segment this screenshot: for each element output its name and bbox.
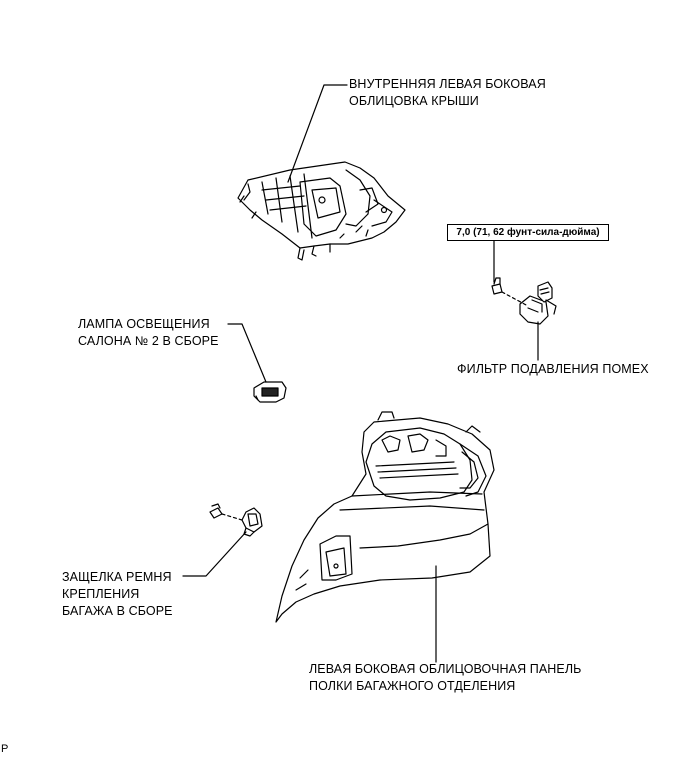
latch-alignment-line [221,513,243,521]
leader-roof-trim [287,84,348,183]
label-noise-filter: ФИЛЬТР ПОДАВЛЕНИЯ ПОМЕХ [457,362,649,376]
corner-mark: P [1,743,9,755]
cargo-strap-bolt [209,503,223,519]
label-deck-trim-panel: ЛЕВАЯ БОКОВАЯ ОБЛИЦОВОЧНАЯ ПАНЕЛЬ ПОЛКИ … [309,662,582,693]
bolt-alignment-line [501,291,529,307]
torque-spec-box: 7,0 (71, 62 фунт-сила-дюйма) [447,224,609,241]
roof-side-trim-part [237,161,406,261]
label-interior-lamp: ЛАМПА ОСВЕЩЕНИЯ САЛОНА № 2 В СБОРЕ [78,317,219,348]
interior-lamp-part [253,381,287,403]
leader-strap-latch [182,531,247,577]
deck-trim-panel-part [275,411,495,623]
cargo-strap-latch-part [241,507,263,537]
label-cargo-strap-latch: ЗАЩЕЛКА РЕМНЯ КРЕПЛЕНИЯ БАГАЖА В СБОРЕ [62,570,173,618]
leader-interior-lamp [227,323,267,383]
noise-filter-part [519,281,557,325]
label-roof-side-trim: ВНУТРЕННЯЯ ЛЕВАЯ БОКОВАЯ ОБЛИЦОВКА КРЫШИ [349,77,546,108]
